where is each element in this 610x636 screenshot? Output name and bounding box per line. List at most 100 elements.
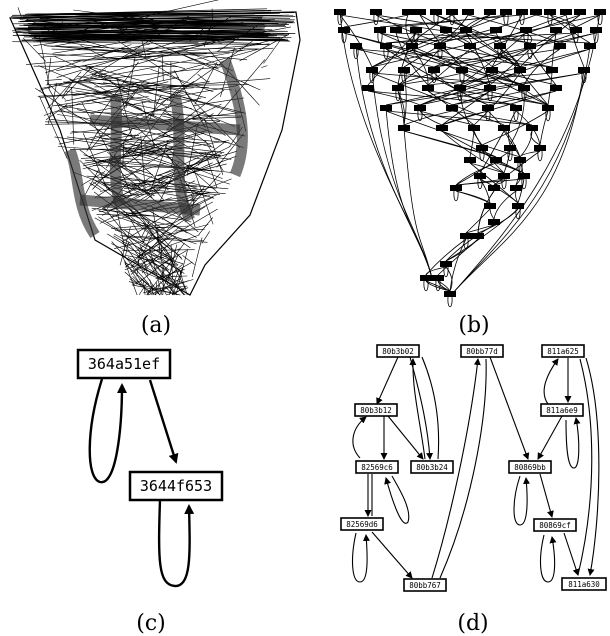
panel-b-loop [417, 110, 423, 122]
loop-n8 [543, 358, 559, 405]
panel-b-edge [445, 224, 495, 262]
node-811a630: 811a630 [561, 577, 607, 591]
panel-a-edge [121, 146, 169, 191]
panel-b-loop [369, 72, 375, 84]
panel-b-node [484, 9, 496, 15]
panel-b-loop [515, 208, 521, 220]
panel-b-edge [461, 72, 491, 86]
panel-a-edge [71, 86, 75, 145]
panel-b-loop [521, 90, 527, 102]
panel-b-node [584, 43, 596, 49]
node-label: 80bb767 [409, 581, 441, 590]
panel-a-edge [152, 207, 161, 250]
panel-b-node [490, 157, 502, 163]
panel-a-edge [122, 125, 214, 148]
panel-b-node [428, 67, 440, 73]
node-811a625: 811a625 [541, 344, 585, 358]
panel-a-edge [40, 36, 292, 38]
panel-b-loop [485, 110, 491, 122]
panel-b-node [420, 275, 432, 281]
panel-c-two-node-graph: 364a51ef 3644f653 [76, 348, 224, 588]
loop-c1 [88, 378, 127, 484]
panel-b-node [454, 85, 466, 91]
panel-b-loop [447, 296, 453, 308]
edge-n1-n4 [409, 356, 434, 460]
panel-b-node [472, 233, 484, 239]
node-80b3b24: 80b3b24 [410, 460, 454, 474]
panel-b-node [460, 27, 472, 33]
panel-a-edge [130, 255, 168, 273]
panel-b-edge [451, 110, 533, 126]
panel-b-edge [499, 48, 521, 68]
panel-a-edge [159, 253, 179, 296]
panel-a-edge-mesh [10, 0, 296, 296]
node-label: 364a51ef [88, 355, 160, 373]
panel-b-loop [487, 90, 493, 102]
panel-b-node [446, 9, 458, 15]
panel-b-loop [337, 14, 343, 26]
panel-b-loop [527, 48, 533, 60]
panel-a-edge [179, 269, 188, 296]
panel-b-edge [469, 130, 475, 158]
panel-a-edge [159, 261, 193, 280]
panel-b-edge [441, 90, 491, 126]
node-label: 80bb77d [466, 347, 498, 356]
panel-a-edge [69, 148, 184, 150]
panel-b-node [498, 173, 510, 179]
panel-a-edge [56, 35, 199, 78]
panel-a-edge [92, 139, 172, 165]
panel-a-edge [83, 154, 215, 199]
panel-b-node [574, 9, 586, 15]
panel-b-loop [517, 162, 523, 174]
panel-a-edge [191, 237, 203, 278]
panel-a-edge [121, 146, 178, 167]
panel-b-edge [503, 130, 521, 158]
node-label: 811a630 [568, 580, 600, 589]
panel-a-dense-graph [9, 0, 301, 296]
panel-b-edge [355, 48, 553, 68]
panel-b-edge [451, 90, 525, 106]
panel-b-node [350, 43, 362, 49]
loop-n3 [384, 475, 410, 524]
panel-a-edge [263, 40, 280, 64]
panel-a-edge [154, 284, 160, 296]
panel-a-edge [175, 51, 261, 91]
panel-a-edge [120, 251, 138, 296]
panel-a-edge [37, 87, 194, 97]
panel-b-edge [465, 208, 491, 234]
panel-b-edge [479, 178, 519, 204]
panel-b-edge [519, 130, 533, 158]
panel-b-edge [367, 90, 421, 106]
panel-b-loop [507, 150, 513, 162]
panel-a-edge [146, 187, 156, 191]
panel-b-node [338, 27, 350, 33]
node-80b3b02: 80b3b02 [376, 344, 420, 358]
panel-b-node [422, 85, 434, 91]
panel-b-node [526, 125, 538, 131]
panel-a-edge [145, 222, 174, 228]
panel-b-edge [371, 14, 601, 68]
loop-n10 [513, 475, 531, 526]
panel-a-edge [45, 79, 62, 81]
panel-a-edge [111, 225, 146, 229]
panel-a-edge [261, 65, 268, 68]
panel-b-node [410, 27, 422, 33]
panel-b-loop [537, 150, 543, 162]
panel-b-edge [489, 208, 495, 220]
node-box [354, 403, 398, 417]
node-label: 811a625 [547, 347, 579, 356]
panel-b-loop [457, 90, 463, 102]
panel-a-edge [19, 22, 262, 29]
panel-a-edge [137, 208, 218, 257]
panel-b-node [390, 27, 402, 33]
panel-a-edge [135, 268, 166, 282]
node-box [533, 518, 577, 532]
node-label: 80869bb [514, 463, 546, 472]
panel-b-edge [465, 14, 491, 28]
panel-b-node [484, 85, 496, 91]
panel-b-edge [379, 14, 523, 28]
panel-b-edge [455, 162, 497, 186]
panel-b-node [406, 43, 418, 49]
panel-a-edge [38, 65, 143, 110]
panel-a-edge [26, 15, 283, 18]
